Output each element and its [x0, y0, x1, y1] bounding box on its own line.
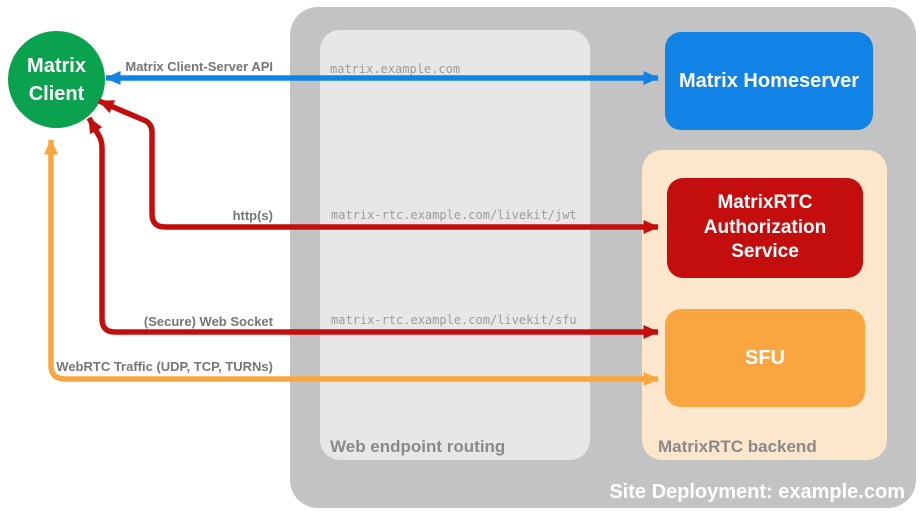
- matrixrtc-backend-label: MatrixRTC backend: [658, 437, 817, 456]
- endpoint-url-livekit-jwt: matrix-rtc.example.com/livekit/jwt: [331, 208, 577, 222]
- matrixrtc-authorization-service-label: MatrixRTC Authorization Service: [703, 191, 827, 263]
- edge-label-webrtc-traffic: WebRTC Traffic (UDP, TCP, TURNs): [56, 359, 273, 374]
- endpoint-url-livekit-sfu: matrix-rtc.example.com/livekit/sfu: [331, 313, 577, 327]
- edge-label-client-server-api: Matrix Client-Server API: [125, 59, 273, 74]
- matrix-client-node: Matrix Client: [8, 31, 105, 128]
- web-endpoint-routing-box: [320, 30, 590, 460]
- site-deployment-label: Site Deployment: example.com: [609, 481, 905, 503]
- edge-label-https: http(s): [232, 208, 273, 223]
- matrixrtc-authorization-service-node: MatrixRTC Authorization Service: [667, 178, 863, 278]
- matrix-homeserver-node: Matrix Homeserver: [665, 32, 873, 130]
- sfu-node: SFU: [665, 309, 865, 407]
- edge-label-secure-web-socket: (Secure) Web Socket: [143, 314, 273, 329]
- endpoint-url-matrix: matrix.example.com: [330, 62, 461, 76]
- web-endpoint-routing-label: Web endpoint routing: [330, 437, 506, 456]
